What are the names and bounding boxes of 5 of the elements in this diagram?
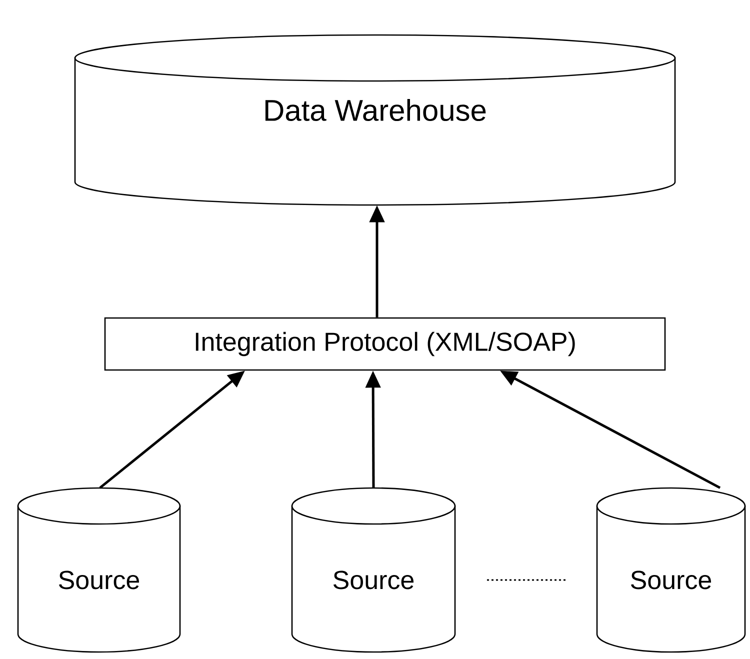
process-box: Integration Protocol (XML/SOAP) — [104, 317, 666, 371]
cylinder-node: Data Warehouse — [74, 34, 676, 206]
cylinder-node: Source — [291, 487, 456, 653]
cylinder-node: Source — [596, 487, 746, 653]
cylinder-node: Source — [17, 487, 181, 653]
